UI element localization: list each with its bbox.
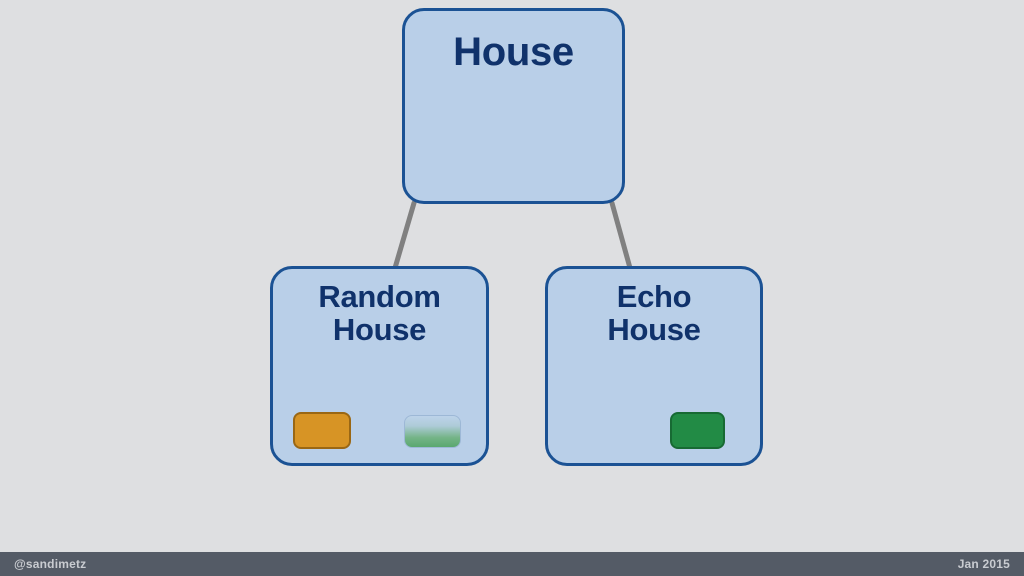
footer-date: Jan 2015 [957,557,1010,571]
method-chip-random-house-overridden[interactable] [293,412,351,449]
class-title-house: House [453,30,574,74]
footer-handle: @sandimetz [14,557,87,571]
slide-footer: @sandimetz Jan 2015 [0,552,1024,576]
connector-house-to-random [392,200,417,271]
method-chip-random-house-inherited[interactable] [404,415,461,448]
class-title-random-house: Random House [318,279,441,347]
connector-house-to-echo [609,200,633,271]
class-box-echo-house[interactable]: Echo House [545,266,763,466]
class-title-echo-house: Echo House [607,279,701,347]
class-box-random-house[interactable]: Random House [270,266,489,466]
method-chip-echo-house-overridden[interactable] [670,412,725,449]
class-box-house[interactable]: House [402,8,625,204]
